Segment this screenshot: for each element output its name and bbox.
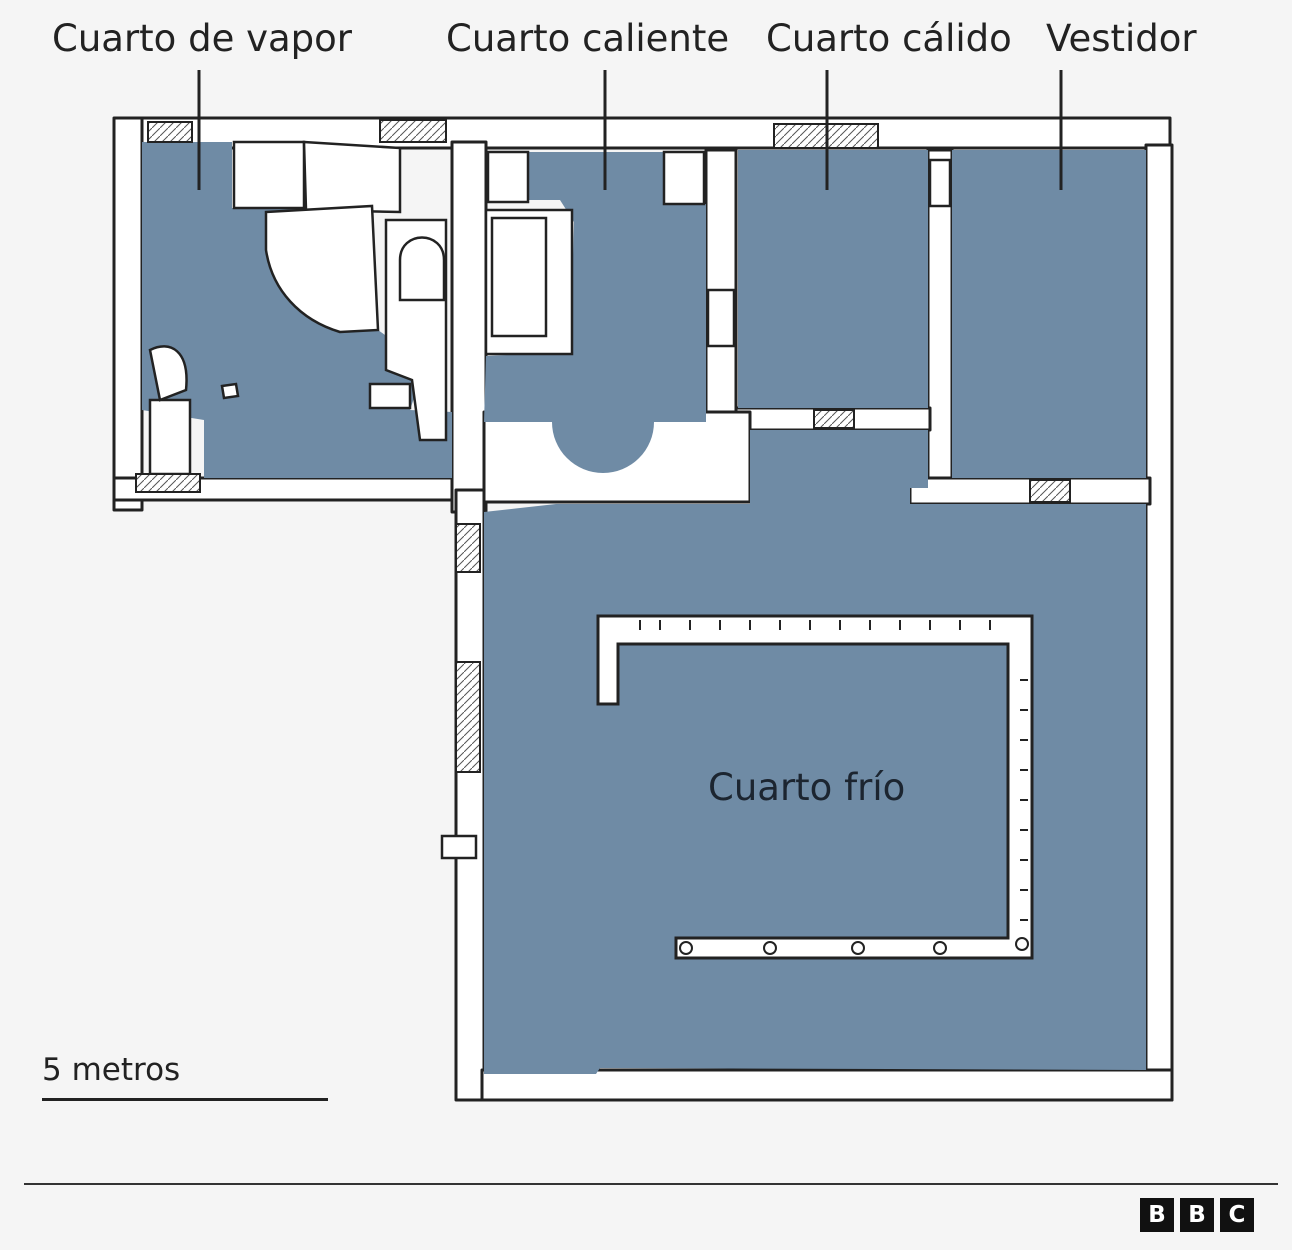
label-hot-room: Cuarto caliente — [446, 17, 730, 60]
label-cold-room: Cuarto frío — [708, 766, 906, 809]
scale-label: 5 metros — [42, 1052, 181, 1088]
changing-room-area — [952, 150, 1146, 478]
label-warm-room: Cuarto cálido — [766, 17, 1012, 60]
bbc-logo-letter-1: B — [1140, 1198, 1174, 1232]
bbc-logo-letter-3: C — [1220, 1198, 1254, 1232]
bbc-logo-letter-2: B — [1180, 1198, 1214, 1232]
hot-room-area — [484, 152, 706, 473]
leader-lines — [197, 70, 1063, 190]
label-steam-room: Cuarto de vapor — [52, 17, 352, 60]
warm-room-area — [738, 150, 928, 408]
footer-divider — [24, 1183, 1278, 1185]
cold-room-area — [484, 430, 1146, 1074]
label-changing-room: Vestidor — [1046, 17, 1197, 60]
fixtures — [148, 140, 952, 860]
scale-bar — [42, 1098, 328, 1101]
cold-pool — [596, 614, 1034, 960]
bbc-logo: B B C — [1140, 1198, 1254, 1232]
